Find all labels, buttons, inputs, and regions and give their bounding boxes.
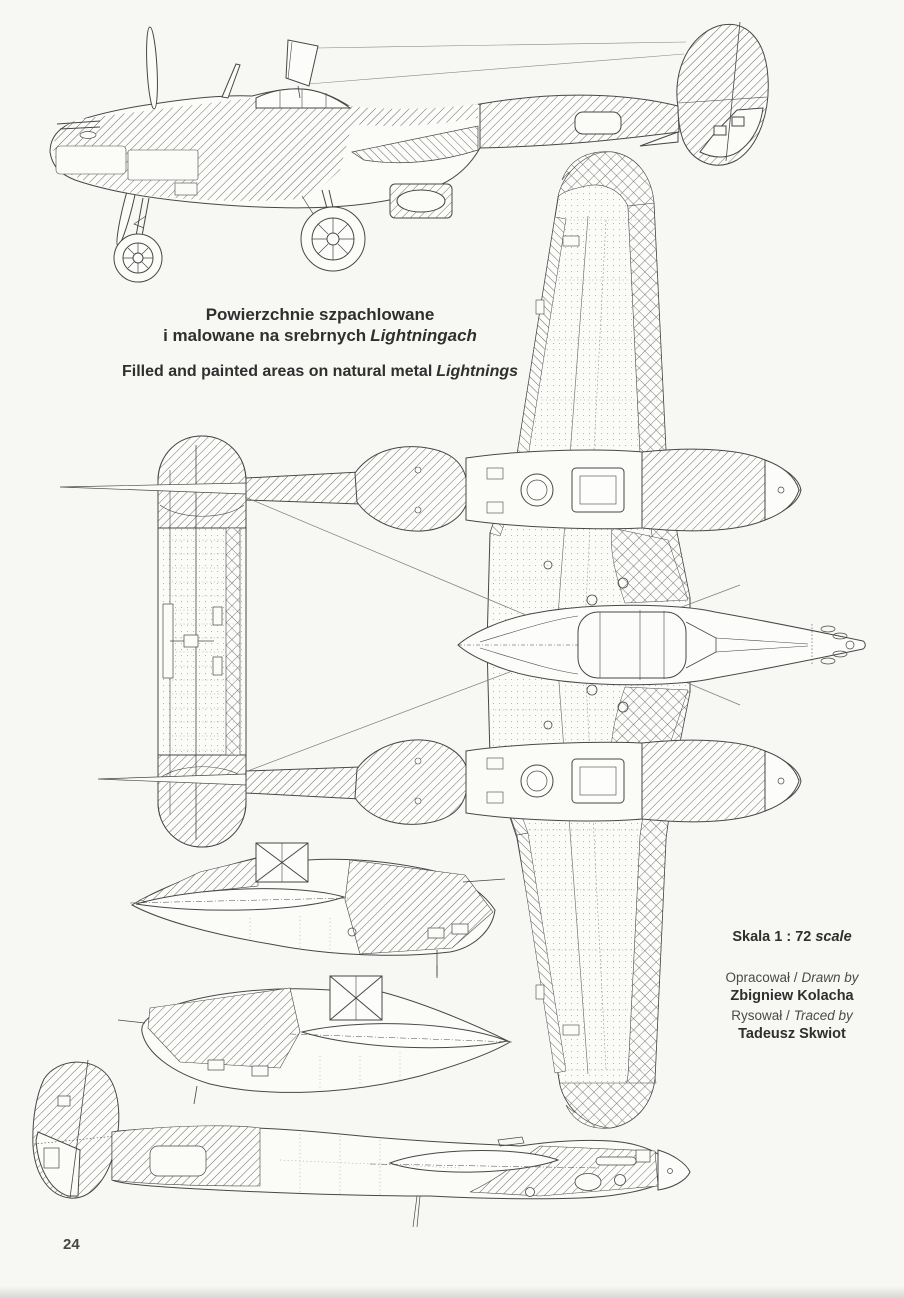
traced-label-en: Traced by (793, 1008, 853, 1024)
traced-by-label: Rysował /Traced by (692, 1008, 892, 1025)
title-en-italic: Lightnings (436, 362, 519, 380)
nacelle-side-view-a (129, 842, 506, 976)
traced-by-name: Tadeusz Skwiot (738, 1026, 846, 1042)
antenna-mast (221, 63, 241, 99)
aft-nacelle-bottom (354, 739, 467, 825)
page-number: 24 (63, 1236, 80, 1253)
nacelle-a-xbrace (255, 842, 309, 883)
open-canopy-hatch (285, 39, 319, 99)
title-pl-1-text: Powierzchnie szpachlowane (205, 305, 435, 324)
nacelle-a-wing-leaf (135, 888, 346, 911)
drawn-label-en: Drawn by (801, 970, 859, 986)
nacelle-b-xbrace (329, 975, 383, 1021)
fillet-hatch-top (611, 527, 689, 604)
scale-text: Skala 1 : 72 (732, 929, 812, 945)
title-en-text: Filled and painted areas on natural meta… (121, 362, 433, 380)
scan-edge-shadow (0, 1286, 904, 1298)
nacelle-side-view-b (117, 965, 513, 1105)
tail-boom-top (245, 471, 361, 505)
wing-root-hatch (351, 125, 479, 164)
title-line-en: Filled and painted areas on natural meta… (110, 362, 530, 382)
canopy (255, 88, 352, 109)
nose-gun-barrels (56, 120, 101, 139)
drawn-by-label: Opracował /Drawn by (692, 970, 892, 987)
leader-lines (307, 41, 687, 85)
engine-nacelle-top (465, 448, 802, 532)
title-line-pl-1: Powierzchnie szpachlowane (110, 304, 530, 325)
plan-view (59, 151, 866, 1129)
propeller-blade-upper (146, 26, 158, 110)
tail-stabilizer (157, 435, 247, 848)
tail-fin (676, 21, 769, 166)
side-view (49, 21, 769, 283)
tail-boom-bottom (245, 766, 361, 800)
title-pl-2-text: i malowane na srebrnych (163, 326, 367, 346)
engine-nacelle-bottom (465, 739, 802, 823)
nacelle-b-wing-leaf (300, 1023, 509, 1049)
boom-side-view-bottom (32, 1059, 691, 1228)
wingtip-cap-top (557, 151, 655, 207)
boom-tail-cone-top (59, 482, 247, 495)
nose-gun-ports (820, 625, 855, 665)
nacelle-b-hatch-left (147, 987, 301, 1069)
main-landing-gear (300, 189, 366, 272)
title-pl-2-italic: Lightningach (370, 326, 477, 346)
wingtip-cap-bottom (559, 1077, 657, 1129)
radiator-housing (389, 183, 453, 219)
scale-italic: scale (815, 929, 852, 945)
aft-nacelle-top (354, 446, 467, 532)
drawn-by-name: Zbigniew Kolacha (730, 988, 854, 1004)
drawn-label-pl: Opracował / (725, 970, 798, 986)
bottom-view-spinner (657, 1149, 691, 1191)
traced-label-pl: Rysował / (731, 1008, 790, 1024)
title-block: Powierzchnie szpachlowane i malowane na … (110, 304, 530, 382)
nose-landing-gear (113, 197, 163, 283)
wing-intake-circles (543, 560, 629, 730)
central-gondola (457, 604, 866, 686)
bottom-view-fin (32, 1059, 120, 1199)
